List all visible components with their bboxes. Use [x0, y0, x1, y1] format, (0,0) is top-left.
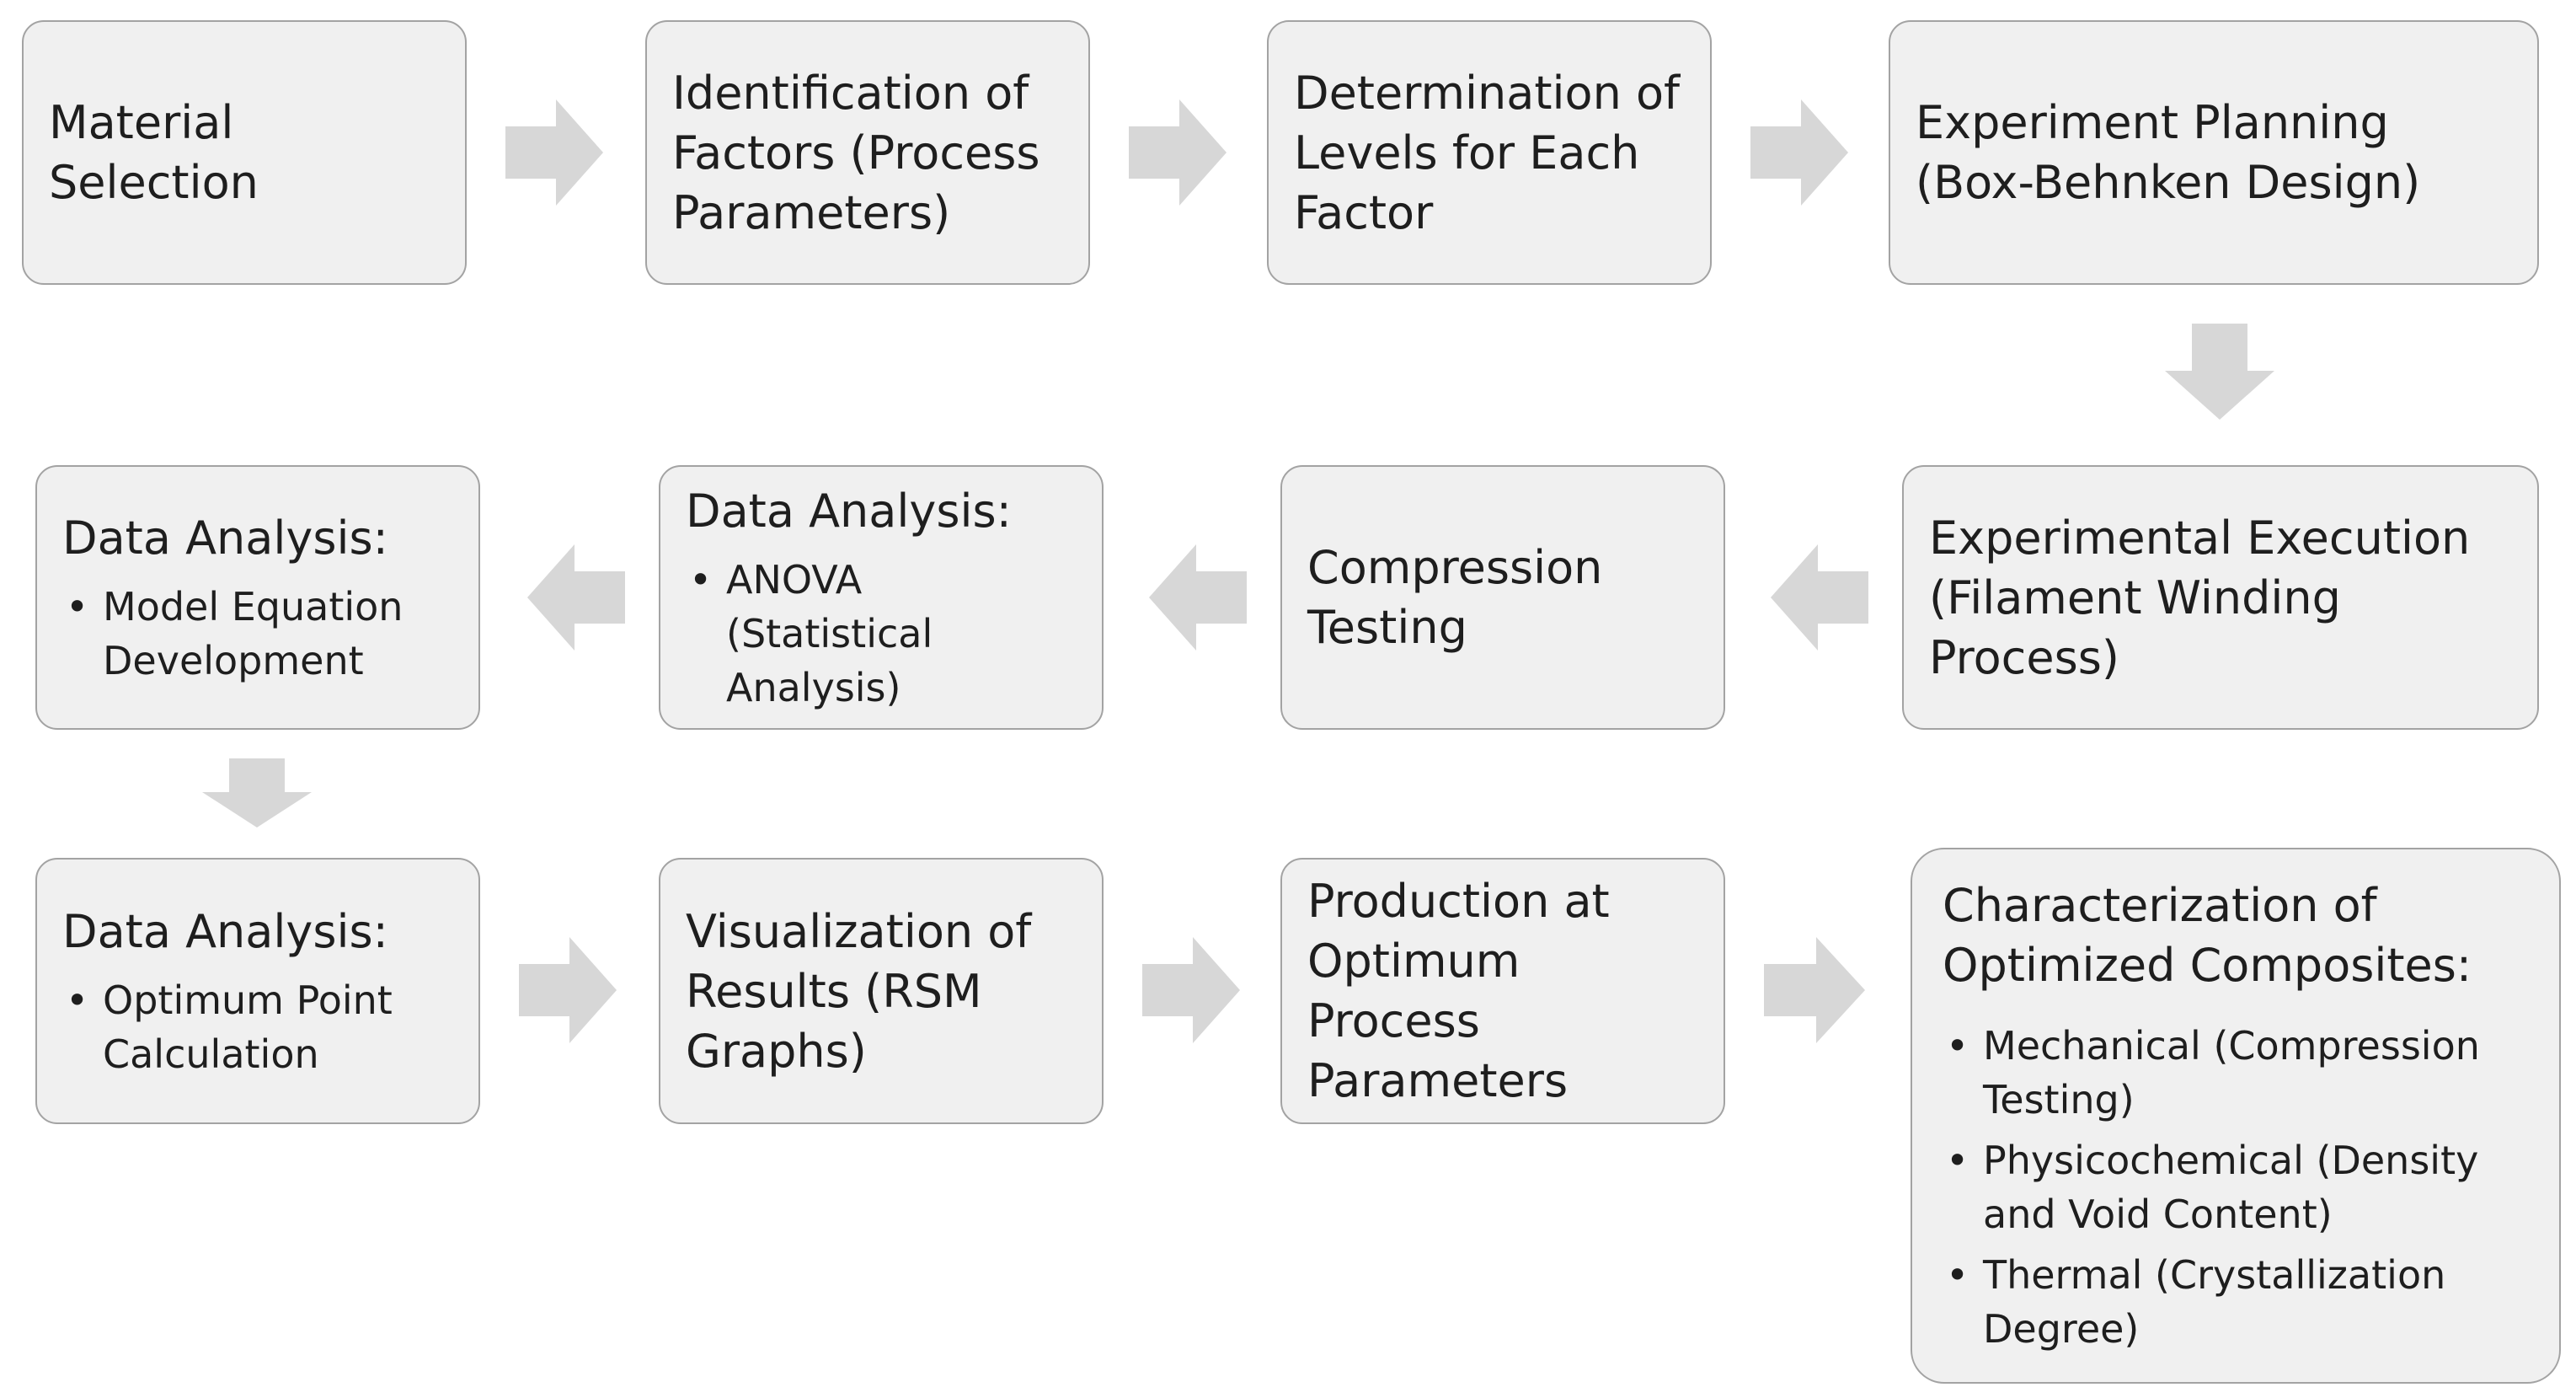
step-optimum-point: Data Analysis: Optimum Point Calculation [35, 858, 480, 1124]
step-label: Experimental Execution (Filament Winding… [1929, 511, 2471, 684]
step-label: Production at Optimum Process Parameters [1307, 875, 1610, 1107]
step-anova: Data Analysis: ANOVA (Statistical Analys… [659, 465, 1104, 730]
step-label: Compression Testing [1307, 541, 1603, 654]
arrow-down-icon [202, 758, 312, 828]
arrow-left-icon [527, 544, 625, 651]
step-experiment-planning: Experiment Planning (Box-Behnken Design) [1889, 20, 2539, 285]
step-production: Production at Optimum Process Parameters [1280, 858, 1725, 1124]
step-identification-of-factors: Identification of Factors (Process Param… [645, 20, 1090, 285]
step-bullet-list: Model Equation Development [62, 573, 453, 688]
step-model-equation: Data Analysis: Model Equation Developmen… [35, 465, 480, 730]
arrow-down-icon [2165, 324, 2274, 420]
step-material-selection: Material Selection [22, 20, 467, 285]
step-bullet: Mechanical (Compression Testing) [1943, 1019, 2488, 1127]
step-heading: Data Analysis: [62, 904, 388, 958]
step-label: Material Selection [49, 96, 259, 209]
step-label: Identification of Factors (Process Param… [672, 66, 1040, 239]
step-bullet-list: Optimum Point Calculation [62, 967, 453, 1081]
step-determination-of-levels: Determination of Levels for Each Factor [1267, 20, 1712, 285]
arrow-right-icon [1129, 99, 1227, 206]
step-bullet: Physicochemical (Density and Void Conten… [1943, 1133, 2529, 1241]
step-bullet: Thermal (Crystallization Degree) [1943, 1248, 2529, 1356]
step-label: Experiment Planning (Box-Behnken Design) [1916, 96, 2421, 209]
step-heading: Data Analysis: [686, 484, 1012, 538]
step-compression-testing: Compression Testing [1280, 465, 1725, 730]
arrow-left-icon [1771, 544, 1868, 651]
step-characterization: Characterization of Optimized Composites… [1911, 848, 2561, 1384]
step-bullet-list: Mechanical (Compression Testing) Physico… [1943, 1012, 2529, 1356]
step-heading: Characterization of Optimized Composites… [1943, 879, 2472, 992]
step-visualization: Visualization of Results (RSM Graphs) [659, 858, 1104, 1124]
arrow-right-icon [1764, 937, 1865, 1043]
arrow-right-icon [1142, 937, 1240, 1043]
step-bullet-list: ANOVA (Statistical Analysis) [686, 546, 1077, 715]
arrow-right-icon [1750, 99, 1848, 206]
arrow-right-icon [505, 99, 603, 206]
step-heading: Data Analysis: [62, 511, 388, 565]
step-experimental-execution: Experimental Execution (Filament Winding… [1902, 465, 2539, 730]
step-label: Visualization of Results (RSM Graphs) [686, 904, 1032, 1078]
step-bullet: ANOVA (Statistical Analysis) [686, 553, 979, 715]
step-bullet: Optimum Point Calculation [62, 973, 431, 1081]
step-bullet: Model Equation Development [62, 580, 453, 688]
step-label: Determination of Levels for Each Factor [1294, 66, 1681, 239]
arrow-right-icon [519, 937, 617, 1043]
arrow-left-icon [1149, 544, 1247, 651]
